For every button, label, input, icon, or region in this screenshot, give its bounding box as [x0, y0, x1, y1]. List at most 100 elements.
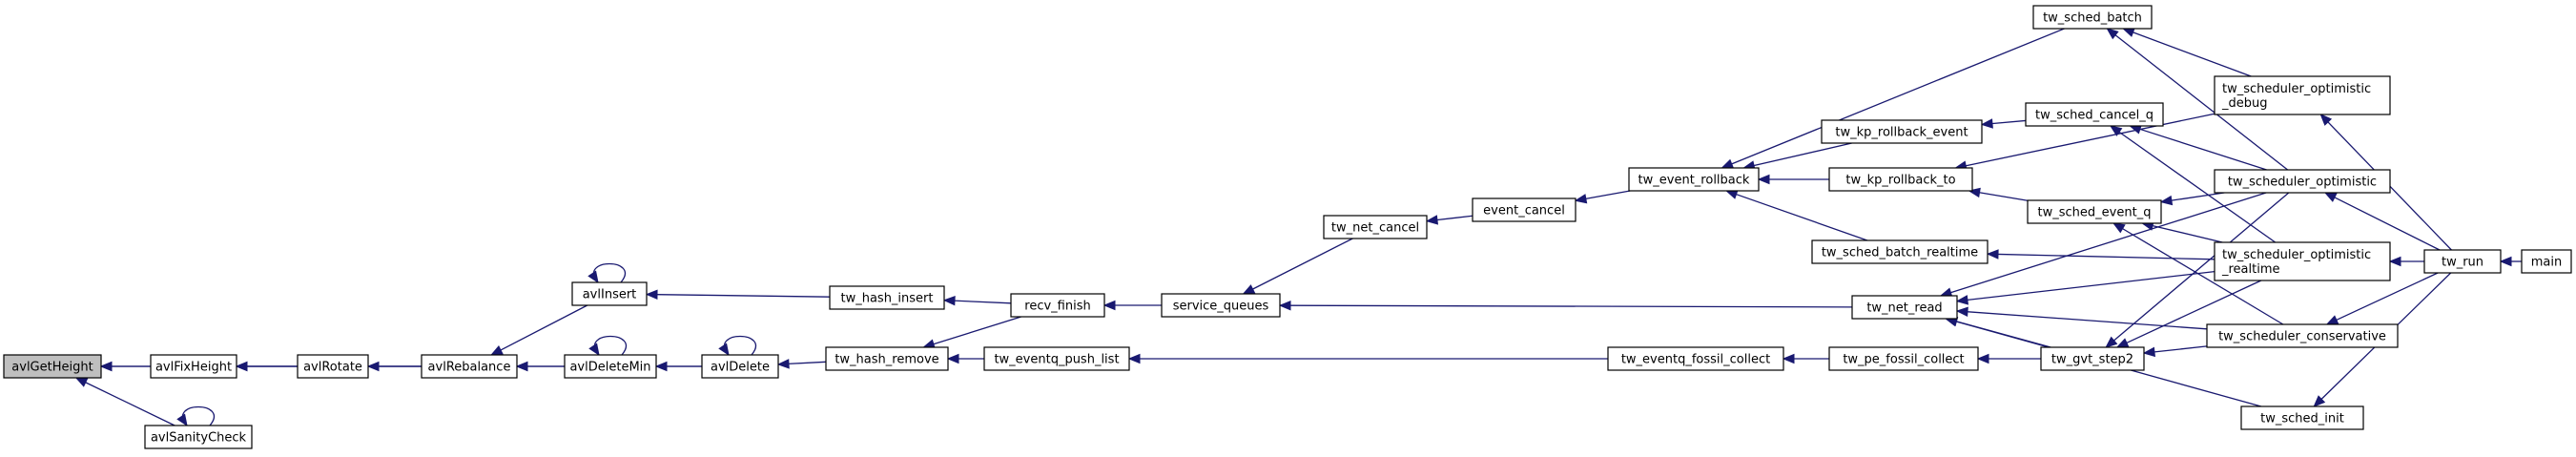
edge-tw-eventq-fossil-collect-to-tw-eventq-push-list	[1127, 353, 1608, 364]
edge-tw-run-to-tw-scheduler-optimistic	[2323, 192, 2441, 251]
edge-tw-kp-rollback-to-to-tw-event-rollback	[1757, 174, 1829, 185]
edge-tw-scheduler-optimistic-to-tw-sched-event-q	[2159, 192, 2225, 206]
node-label: tw_event_rollback	[1638, 174, 1750, 188]
edge-event-cancel-to-tw-net-cancel	[1425, 215, 1473, 225]
edge-avldeletemin-to-avldeletemin	[588, 335, 627, 357]
node-tw-hash-insert[interactable]: tw_hash_insert	[829, 285, 945, 310]
edge-tw-scheduler-optimistic-to-tw-gvt-step2	[2105, 192, 2290, 348]
node-tw-eventq-push-list[interactable]: tw_eventq_push_list	[983, 346, 1130, 371]
node-avlinsert[interactable]: avlInsert	[571, 281, 648, 306]
node-box	[2206, 323, 2399, 348]
node-box	[2025, 102, 2164, 127]
node-tw-eventq-fossil-collect[interactable]: tw_eventq_fossil_collect	[1607, 346, 1784, 371]
node-main[interactable]: main	[2521, 249, 2572, 274]
node-avlrebalance[interactable]: avlRebalance	[421, 354, 518, 379]
node-label: avlSanityCheck	[151, 431, 247, 446]
edge-tw-gvt-step2-to-tw-net-read	[1945, 316, 2051, 348]
node-label: avlDeleteMin	[569, 361, 650, 375]
node-label: tw_run	[2442, 256, 2483, 270]
node-label: tw_pe_fossil_collect	[1843, 353, 1964, 367]
node-label: recv_finish	[1024, 300, 1090, 314]
node-label: tw_scheduler_optimistic_realtime	[2221, 248, 2371, 277]
node-tw-event-rollback[interactable]: tw_event_rollback	[1628, 167, 1760, 192]
node-box	[2521, 249, 2572, 274]
edge-tw-scheduler-optimistic-debug-to-tw-sched-batch	[2121, 28, 2252, 77]
node-avlsanitycheck[interactable]: avlSanityCheck	[144, 425, 253, 449]
node-tw-sched-event-q[interactable]: tw_sched_event_q	[2027, 199, 2162, 224]
node-tw-net-cancel[interactable]: tw_net_cancel	[1323, 215, 1428, 239]
node-tw-sched-cancel-q[interactable]: tw_sched_cancel_q	[2025, 102, 2164, 127]
edge-tw-net-cancel-to-service-queues	[1242, 238, 1353, 295]
node-tw-scheduler-optimistic-debug[interactable]: tw_scheduler_optimistic_debug	[2214, 75, 2391, 115]
node-tw-sched-init[interactable]: tw_sched_init	[2240, 405, 2364, 430]
edge-service-queues-to-recv-finish	[1103, 300, 1162, 311]
edge-avlinsert-to-avlinsert	[587, 262, 626, 284]
node-tw-scheduler-optimistic-realtime[interactable]: tw_scheduler_optimistic_realtime	[2214, 241, 2391, 281]
edge-tw-hash-remove-to-avldelete	[776, 359, 827, 369]
edge-tw-kp-rollback-event-to-tw-event-rollback	[1742, 142, 1852, 171]
edge-avlsanitycheck-to-avlgetheight	[74, 377, 175, 426]
node-label: avlDelete	[711, 361, 770, 375]
node-recv-finish[interactable]: recv_finish	[1010, 293, 1105, 318]
edge-avldelete-to-avldeletemin	[654, 361, 702, 372]
node-box	[1828, 346, 1979, 371]
node-box	[144, 425, 253, 449]
node-box	[150, 354, 237, 379]
node-box	[1323, 215, 1428, 239]
node-box	[2027, 199, 2162, 224]
node-label: tw_scheduler_optimistic_debug	[2221, 82, 2371, 111]
node-avlrotate[interactable]: avlRotate	[297, 354, 369, 379]
node-avldeletemin[interactable]: avlDeleteMin	[564, 354, 657, 379]
node-box	[2032, 5, 2153, 30]
node-box	[1851, 295, 1958, 320]
node-tw-scheduler-optimistic[interactable]: tw_scheduler_optimistic	[2214, 169, 2391, 194]
node-label: avlInsert	[583, 288, 637, 302]
edge-tw-scheduler-optimistic-to-tw-sched-cancel-q	[2129, 124, 2267, 171]
node-event-cancel[interactable]: event_cancel	[1472, 197, 1577, 222]
node-tw-gvt-step2[interactable]: tw_gvt_step2	[2040, 346, 2145, 371]
node-box	[825, 346, 949, 371]
node-label: avlFixHeight	[155, 361, 232, 375]
node-avldelete[interactable]: avlDelete	[701, 354, 779, 379]
node-tw-sched-batch[interactable]: tw_sched_batch	[2032, 5, 2153, 30]
node-box	[564, 354, 657, 379]
node-box	[1472, 197, 1577, 222]
node-label: tw_eventq_fossil_collect	[1621, 353, 1770, 367]
node-box	[1607, 346, 1784, 371]
edge-tw-scheduler-optimistic-to-tw-sched-batch	[2106, 28, 2289, 171]
node-box	[829, 285, 945, 310]
node-tw-sched-batch-realtime[interactable]: tw_sched_batch_realtime	[1811, 239, 1989, 264]
edge-avlinsert-to-avlrebalance	[490, 304, 588, 356]
node-box	[2214, 241, 2391, 281]
node-tw-kp-rollback-event[interactable]: tw_kp_rollback_event	[1821, 119, 1983, 144]
edge-avlsanitycheck-to-avlsanitycheck	[176, 405, 215, 427]
node-box	[1161, 293, 1281, 318]
node-box	[3, 354, 102, 379]
edge-tw-gvt-step2-to-tw-pe-fossil-collect	[1976, 353, 2041, 364]
edge-main-to-tw-run	[2499, 256, 2522, 267]
node-tw-scheduler-conservative[interactable]: tw_scheduler_conservative	[2206, 323, 2399, 348]
edge-tw-sched-cancel-q-to-tw-kp-rollback-event	[1980, 118, 2027, 129]
edge-tw-sched-event-q-to-tw-kp-rollback-to	[1968, 187, 2029, 201]
node-box	[2240, 405, 2364, 430]
node-label: tw_sched_event_q	[2038, 206, 2152, 220]
node-tw-net-read[interactable]: tw_net_read	[1851, 295, 1958, 320]
node-box	[2040, 346, 2145, 371]
edge-tw-scheduler-optimistic-realtime-to-tw-net-read	[1955, 270, 2215, 305]
node-label: event_cancel	[1483, 204, 1565, 218]
node-tw-pe-fossil-collect[interactable]: tw_pe_fossil_collect	[1828, 346, 1979, 371]
edge-tw-eventq-push-list-to-tw-hash-remove	[946, 353, 984, 364]
edge-tw-scheduler-optimistic-realtime-to-tw-sched-event-q	[2141, 220, 2223, 243]
node-box	[1010, 293, 1105, 318]
node-tw-run[interactable]: tw_run	[2423, 249, 2502, 274]
node-label: tw_sched_cancel_q	[2035, 109, 2154, 123]
node-tw-hash-remove[interactable]: tw_hash_remove	[825, 346, 949, 371]
node-label: avlRotate	[303, 361, 362, 375]
node-tw-kp-rollback-to[interactable]: tw_kp_rollback_to	[1828, 167, 1973, 192]
node-service-queues[interactable]: service_queues	[1161, 293, 1281, 318]
node-avlgetheight[interactable]: avlGetHeight	[3, 354, 102, 379]
node-label: avlGetHeight	[11, 361, 93, 375]
node-avlfixheight[interactable]: avlFixHeight	[150, 354, 237, 379]
